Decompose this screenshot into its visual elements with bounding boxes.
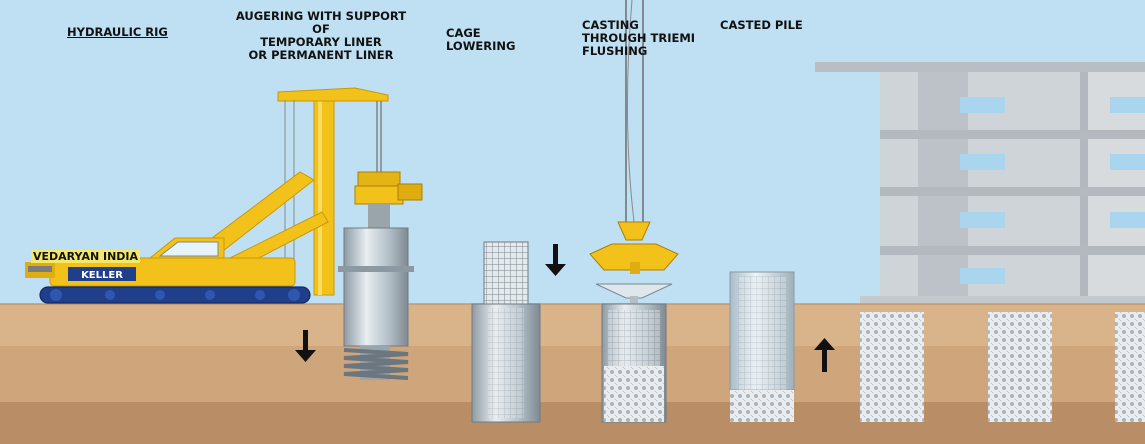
label-hydraulic-rig: HYDRAULIC RIG [67, 25, 168, 39]
tremie-casting [589, 0, 679, 423]
auger-tip [343, 346, 409, 380]
label-augering-line: AUGERING WITH SUPPORT [235, 9, 407, 23]
label-cage-lowering-line: CAGE [446, 26, 481, 40]
rig-maker-logo: KELLER [81, 270, 123, 281]
ground [0, 303, 1145, 444]
label-casting-line: CASTING [582, 18, 639, 32]
label-augering-line: OR PERMANENT LINER [248, 48, 394, 62]
brand-label: VEDARYAN INDIA [31, 250, 141, 263]
label-augering-line: OF [312, 22, 330, 36]
hydraulic-rig: KELLER [25, 87, 423, 304]
down-arrow-icon [545, 244, 566, 276]
label-casting-line: THROUGH TRIEMI [582, 31, 696, 45]
label-casting-line: FLUSHING [582, 44, 648, 58]
up-arrow-icon [814, 338, 835, 372]
label-augering-line: TEMPORARY LINER [260, 35, 382, 49]
label-cage-lowering-line: LOWERING [446, 39, 516, 53]
label-augering: AUGERING WITH SUPPORT OF TEMPORARY LINER… [228, 10, 414, 62]
casted-pile [729, 271, 795, 422]
cage-lowering [471, 241, 541, 423]
down-arrow-icon [295, 330, 316, 362]
building [815, 62, 1145, 308]
building-piles [860, 312, 1145, 422]
label-casting: CASTING THROUGH TRIEMI FLUSHING [582, 19, 695, 58]
label-casted-pile: CASTED PILE [720, 18, 803, 32]
auger-casing [338, 227, 414, 380]
label-cage-lowering: CAGE LOWERING [446, 27, 515, 53]
